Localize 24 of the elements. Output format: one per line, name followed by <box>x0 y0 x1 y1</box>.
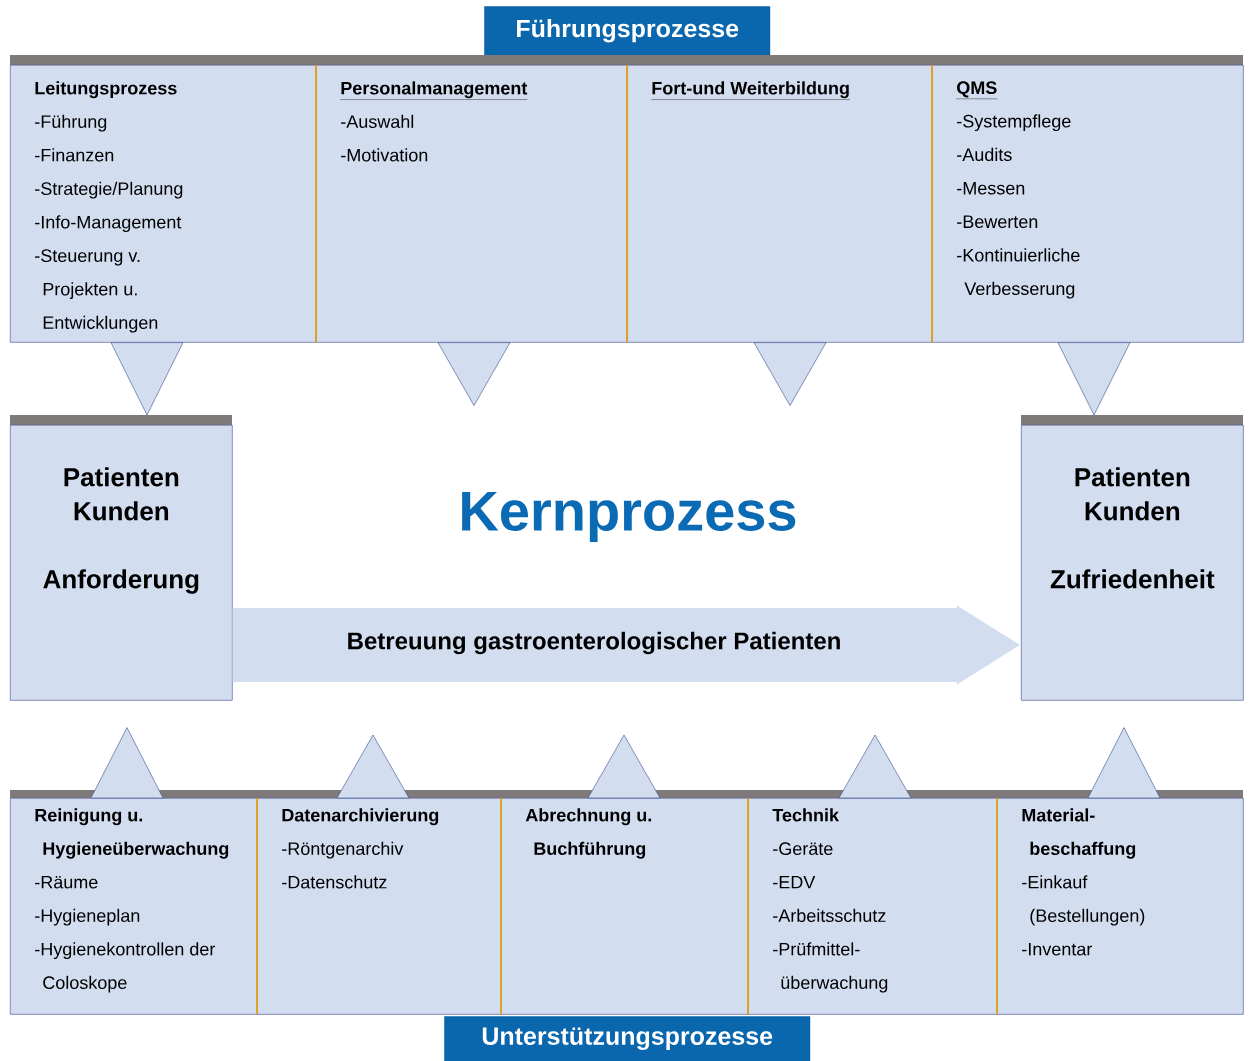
process-cell: QMS -Systempflege -Audits -Messen -Bewerten -Kontinuierliche Verbesserung <box>932 65 1244 343</box>
edge-label: Betreuung gastroenterologischer Patienten <box>345 630 843 656</box>
process-tab: Unterstützungsprozesse <box>444 1016 811 1061</box>
triangle-arrow <box>753 342 827 406</box>
process-cell: Abrechnung u. Buchführung <box>501 798 749 1015</box>
triangle-arrow <box>587 734 661 799</box>
process-cell: Fort-und Weiterbildung <box>627 65 933 343</box>
process-tab: Führungsprozesse <box>484 6 771 56</box>
triangle-arrow <box>437 342 511 406</box>
stakeholder-box: Patienten Kunden Anforderung <box>10 425 233 701</box>
process-cell: Material- beschaffung -Einkauf (Bestellungen) -Inventar <box>997 798 1244 1015</box>
stakeholder-box: Patienten Kunden Zufriedenheit <box>1021 425 1244 701</box>
triangle-arrow <box>1057 342 1131 416</box>
triangle-arrow <box>838 734 912 799</box>
triangle-arrow <box>1087 727 1161 799</box>
core-process-title: Kernprozess <box>462 491 796 543</box>
process-cell: Reinigung u. Hygieneüberwachung -Räume -Hygieneplan -Hygienekontrollen der Coloskope <box>10 798 258 1015</box>
process-cell: Technik -Geräte -EDV -Arbeitsschutz -Prüfmittel- überwachung <box>748 798 998 1015</box>
triangle-arrow <box>110 342 184 416</box>
process-cell: Personalmanagement -Auswahl -Motivation <box>316 65 628 343</box>
process-cell: Datenarchivierung -Röntgenarchiv -Datenschutz <box>257 798 502 1015</box>
process-cell: Leitungsprozess -Führung -Finanzen -Strategie/Planung -Info-Management -Steuerung v. Projekten u. Entwicklungen <box>10 65 317 343</box>
triangle-arrow <box>336 734 410 799</box>
triangle-arrow <box>90 727 164 799</box>
